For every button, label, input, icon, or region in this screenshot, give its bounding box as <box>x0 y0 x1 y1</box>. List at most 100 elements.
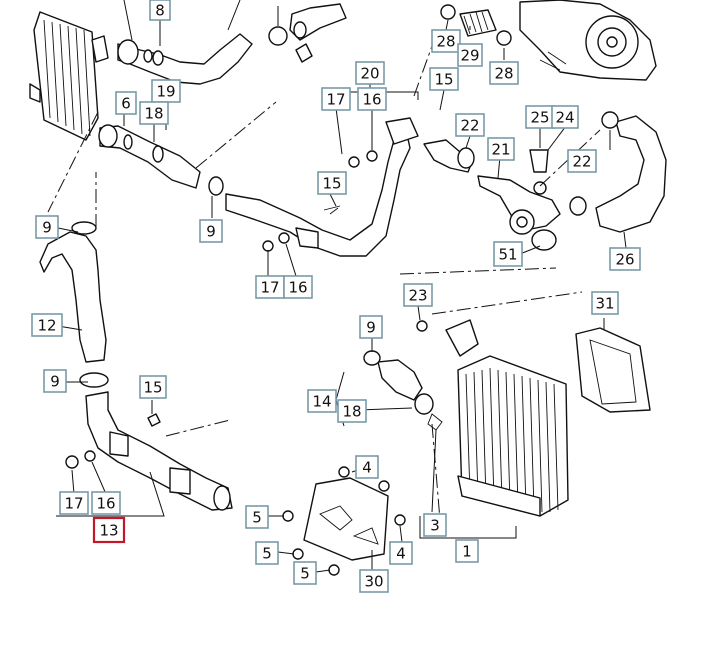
callout-c17c[interactable]: 17 <box>59 491 89 515</box>
callout-label: 16 <box>288 279 307 297</box>
callout-box[interactable] <box>199 219 223 243</box>
callout-c21[interactable]: 21 <box>487 137 515 161</box>
callout-c28a[interactable]: 28 <box>431 29 461 53</box>
callout-c15a[interactable]: 15 <box>429 67 459 91</box>
callout-c17a[interactable]: 17 <box>321 87 351 111</box>
callout-box[interactable] <box>31 313 63 337</box>
callout-c17b[interactable]: 17 <box>255 275 285 299</box>
callout-c15b[interactable]: 15 <box>317 171 347 195</box>
callout-label: 18 <box>342 403 361 421</box>
callout-c5b[interactable]: 5 <box>255 541 279 565</box>
callout-box[interactable] <box>91 491 121 515</box>
callout-c51[interactable]: 51 <box>493 241 523 267</box>
callout-c9a[interactable]: 9 <box>35 215 59 239</box>
callout-c9c[interactable]: 9 <box>359 315 383 339</box>
callout-label: 17 <box>64 495 83 513</box>
callout-box[interactable] <box>609 247 641 271</box>
callout-box[interactable] <box>139 375 167 399</box>
callout-c18a[interactable]: 18 <box>139 101 169 125</box>
callout-box[interactable] <box>115 91 137 115</box>
callout-label: 4 <box>396 545 406 563</box>
callout-c24[interactable]: 24 <box>551 105 579 129</box>
callout-c5a[interactable]: 5 <box>245 505 269 529</box>
callout-c5c[interactable]: 5 <box>293 561 317 585</box>
callout-box[interactable] <box>355 455 379 479</box>
callout-c13[interactable]: 13 <box>92 516 126 544</box>
callout-box[interactable] <box>457 43 483 67</box>
callout-box[interactable] <box>321 87 351 111</box>
callout-c25[interactable]: 25 <box>525 105 555 129</box>
callout-label: 28 <box>494 65 513 83</box>
callout-c16b[interactable]: 16 <box>283 275 313 299</box>
callout-box[interactable] <box>359 315 383 339</box>
callout-box[interactable] <box>149 0 171 21</box>
callout-box[interactable] <box>355 61 385 85</box>
callout-box[interactable] <box>487 137 515 161</box>
callout-c29[interactable]: 29 <box>457 43 483 67</box>
callout-c16a[interactable]: 16 <box>357 87 387 111</box>
callout-c26[interactable]: 26 <box>609 247 641 271</box>
callout-box[interactable] <box>337 399 367 423</box>
callout-box[interactable] <box>317 171 347 195</box>
callout-box[interactable] <box>359 569 389 593</box>
callout-box[interactable] <box>35 215 59 239</box>
callout-label: 16 <box>96 495 115 513</box>
callout-box[interactable] <box>431 29 461 53</box>
callout-box[interactable] <box>551 105 579 129</box>
callout-c18b[interactable]: 18 <box>337 399 367 423</box>
callout-box[interactable] <box>283 275 313 299</box>
callout-c15c[interactable]: 15 <box>139 375 167 399</box>
callout-c9b[interactable]: 9 <box>199 219 223 243</box>
callout-label: 13 <box>99 522 118 540</box>
callout-c22b[interactable]: 22 <box>567 149 597 173</box>
callout-box[interactable] <box>429 67 459 91</box>
callout-label: 28 <box>436 33 455 51</box>
callout-box[interactable] <box>139 101 169 125</box>
callout-c4a[interactable]: 4 <box>355 455 379 479</box>
callout-box[interactable] <box>423 513 447 537</box>
callout-box[interactable] <box>489 61 519 85</box>
callout-box[interactable] <box>43 369 67 393</box>
callout-c3[interactable]: 3 <box>423 513 447 537</box>
callout-c28b[interactable]: 28 <box>489 61 519 85</box>
callout-box[interactable] <box>357 87 387 111</box>
callout-c20[interactable]: 20 <box>355 61 385 85</box>
callout-box[interactable] <box>92 516 126 544</box>
callout-label: 9 <box>206 223 216 241</box>
callout-label: 17 <box>260 279 279 297</box>
callout-box[interactable] <box>307 389 337 413</box>
callout-label: 22 <box>572 153 591 171</box>
callout-label: 9 <box>42 219 52 237</box>
callout-c8[interactable]: 8 <box>149 0 171 21</box>
callout-c31[interactable]: 31 <box>591 291 619 315</box>
callout-box[interactable] <box>455 539 479 563</box>
callout-c9d[interactable]: 9 <box>43 369 67 393</box>
callout-c23[interactable]: 23 <box>403 283 433 307</box>
callout-label: 5 <box>262 545 272 563</box>
callout-box[interactable] <box>293 561 317 585</box>
callout-box[interactable] <box>245 505 269 529</box>
callout-box[interactable] <box>59 491 89 515</box>
callout-c1[interactable]: 1 <box>455 539 479 563</box>
callout-box[interactable] <box>455 113 485 137</box>
callout-label: 19 <box>156 83 175 101</box>
callout-box[interactable] <box>493 241 523 267</box>
callout-box[interactable] <box>591 291 619 315</box>
callout-box[interactable] <box>567 149 597 173</box>
callout-label: 20 <box>360 65 379 83</box>
callout-box[interactable] <box>403 283 433 307</box>
callout-c30[interactable]: 30 <box>359 569 389 593</box>
callout-c19[interactable]: 19 <box>151 79 181 103</box>
callout-c12[interactable]: 12 <box>31 313 63 337</box>
callout-label: 26 <box>615 251 634 269</box>
callout-label: 9 <box>366 319 376 337</box>
callout-c6[interactable]: 6 <box>115 91 137 115</box>
callout-box[interactable] <box>255 541 279 565</box>
callout-c16c[interactable]: 16 <box>91 491 121 515</box>
callout-c22a[interactable]: 22 <box>455 113 485 137</box>
callout-box[interactable] <box>389 541 413 565</box>
callout-c14[interactable]: 14 <box>307 389 337 413</box>
callout-c4b[interactable]: 4 <box>389 541 413 565</box>
